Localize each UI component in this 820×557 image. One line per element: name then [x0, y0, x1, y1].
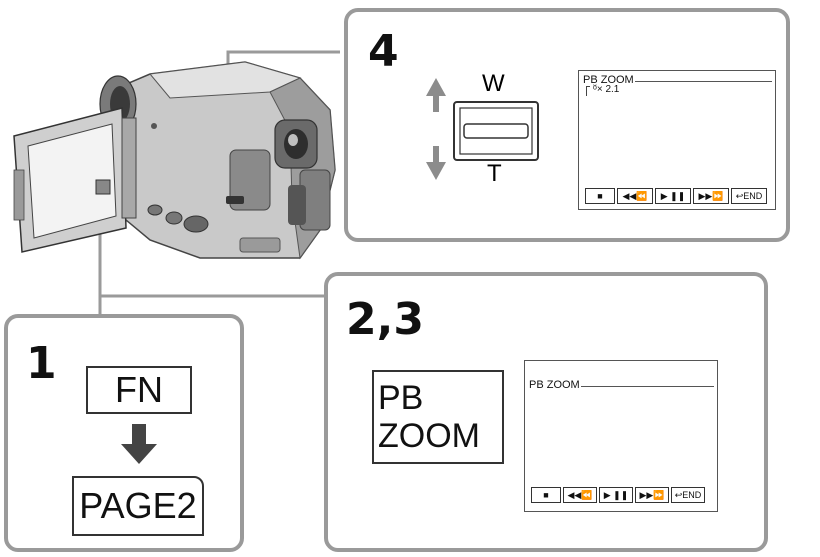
magnifier-icon: ᴽ: [593, 84, 597, 95]
step4-number: 4: [368, 26, 399, 77]
step23-panel: 2,3 PB ZOOM PB ZOOM ■ ◀◀⏪ ▶ ❚❚ ▶▶⏩ ↩END: [324, 272, 768, 552]
fast-forward-button[interactable]: ▶▶⏩: [635, 487, 669, 503]
end-button[interactable]: ↩END: [731, 188, 767, 204]
rewind-button[interactable]: ◀◀⏪: [617, 188, 653, 204]
arrow-down-icon: [121, 424, 157, 464]
fn-button[interactable]: FN: [86, 366, 192, 414]
step4-lcd-screen: PB ZOOM ᴽ× 2.1 ■ ◀◀⏪ ▶ ❚❚ ▶▶⏩ ↩END: [578, 70, 776, 210]
step4-control-bar: ■ ◀◀⏪ ▶ ❚❚ ▶▶⏩ ↩END: [585, 188, 767, 204]
arrow-up-icon: [426, 78, 446, 112]
step23-number: 2,3: [346, 294, 424, 345]
step1-number: 1: [26, 338, 57, 389]
play-pause-button[interactable]: ▶ ❚❚: [599, 487, 633, 503]
play-pause-button[interactable]: ▶ ❚❚: [655, 188, 691, 204]
lcd-panel: [13, 107, 137, 253]
step23-screen-title: PB ZOOM: [529, 379, 580, 391]
stop-button[interactable]: ■: [531, 487, 561, 503]
end-button[interactable]: ↩END: [671, 487, 705, 503]
pb-zoom-button[interactable]: PB ZOOM: [372, 370, 504, 464]
fast-forward-button[interactable]: ▶▶⏩: [693, 188, 729, 204]
page2-button[interactable]: PAGE2: [72, 476, 204, 536]
step1-panel: 1 FN PAGE2: [4, 314, 244, 552]
step4-screen-title: PB ZOOM: [583, 74, 634, 86]
magnification-readout: ᴽ× 2.1: [593, 84, 620, 95]
wide-label: W: [482, 70, 505, 97]
step23-control-bar: ■ ◀◀⏪ ▶ ❚❚ ▶▶⏩ ↩END: [531, 487, 705, 503]
arrow-down-icon: [426, 146, 446, 180]
rewind-button[interactable]: ◀◀⏪: [563, 487, 597, 503]
step23-lcd-screen: PB ZOOM ■ ◀◀⏪ ▶ ❚❚ ▶▶⏩ ↩END: [524, 360, 718, 512]
step4-panel: 4 W T PB ZOOM ᴽ× 2.1 ■ ◀◀⏪ ▶ ❚❚ ▶▶⏩ ↩END: [344, 8, 790, 242]
stop-button[interactable]: ■: [585, 188, 615, 204]
pb-zoom-label-line2: ZOOM: [378, 417, 480, 455]
pb-zoom-label-line1: PB: [378, 379, 424, 417]
tele-label: T: [487, 160, 502, 187]
zoom-lever-diagram: [426, 78, 539, 180]
